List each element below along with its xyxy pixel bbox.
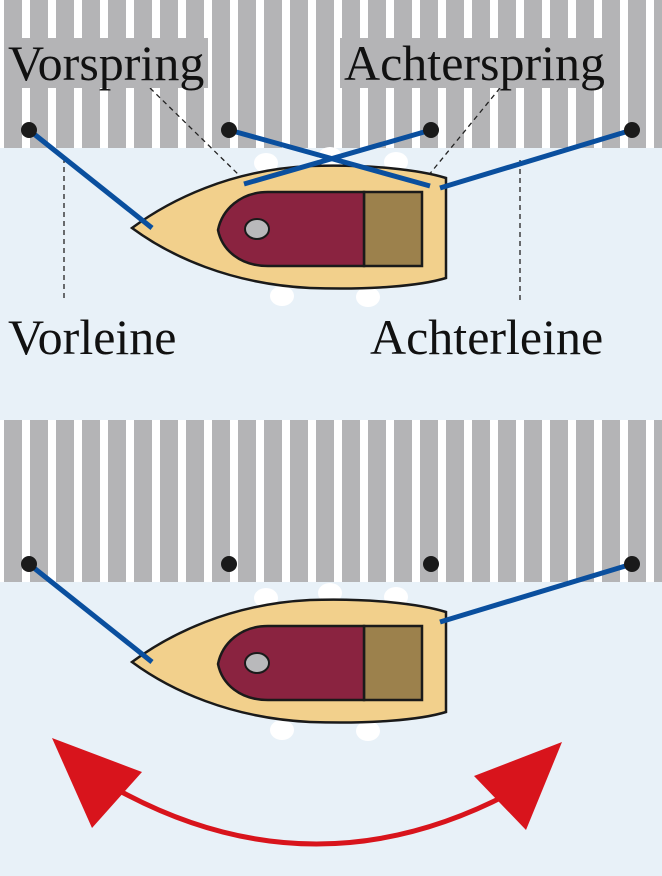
bow-line bbox=[27, 128, 154, 230]
fender-icon bbox=[318, 583, 342, 603]
fender-icon bbox=[270, 286, 294, 306]
label-aft-spring: Achterspring bbox=[340, 38, 610, 88]
leader-aft-spring bbox=[427, 87, 501, 177]
label-forward-spring: Vorspring bbox=[4, 38, 209, 88]
bollard-icon bbox=[624, 122, 640, 138]
fenders-bottom bbox=[254, 583, 408, 741]
fender-icon bbox=[270, 720, 294, 740]
bollards-bottom bbox=[21, 556, 640, 572]
stern-line bbox=[439, 127, 633, 191]
fender-icon bbox=[356, 287, 380, 307]
mooring-lines-bottom bbox=[27, 561, 633, 664]
bollard-icon bbox=[21, 556, 37, 572]
bollard-icon bbox=[221, 556, 237, 572]
fender-icon bbox=[254, 153, 278, 173]
dock-bottom bbox=[0, 420, 662, 582]
mooring-lines-top bbox=[27, 127, 633, 230]
label-leader-lines bbox=[63, 87, 521, 302]
double-headed-curved-arrow-icon bbox=[52, 738, 562, 847]
forward-spring bbox=[243, 127, 432, 187]
bollard-icon bbox=[624, 556, 640, 572]
label-bow-line: Vorleine bbox=[4, 312, 181, 362]
label-stern-line: Achterleine bbox=[366, 312, 608, 362]
boat-bottom-icon bbox=[129, 598, 448, 724]
bollard-icon bbox=[21, 122, 37, 138]
bollard-icon bbox=[423, 556, 439, 572]
bollards-top bbox=[21, 122, 640, 138]
bollard-icon bbox=[221, 122, 237, 138]
bow-line bbox=[27, 562, 154, 664]
bollard-icon bbox=[423, 122, 439, 138]
fender-icon bbox=[356, 721, 380, 741]
boat-top-icon bbox=[129, 164, 448, 290]
leader-forward-spring bbox=[149, 87, 243, 179]
stern-line bbox=[439, 561, 633, 625]
